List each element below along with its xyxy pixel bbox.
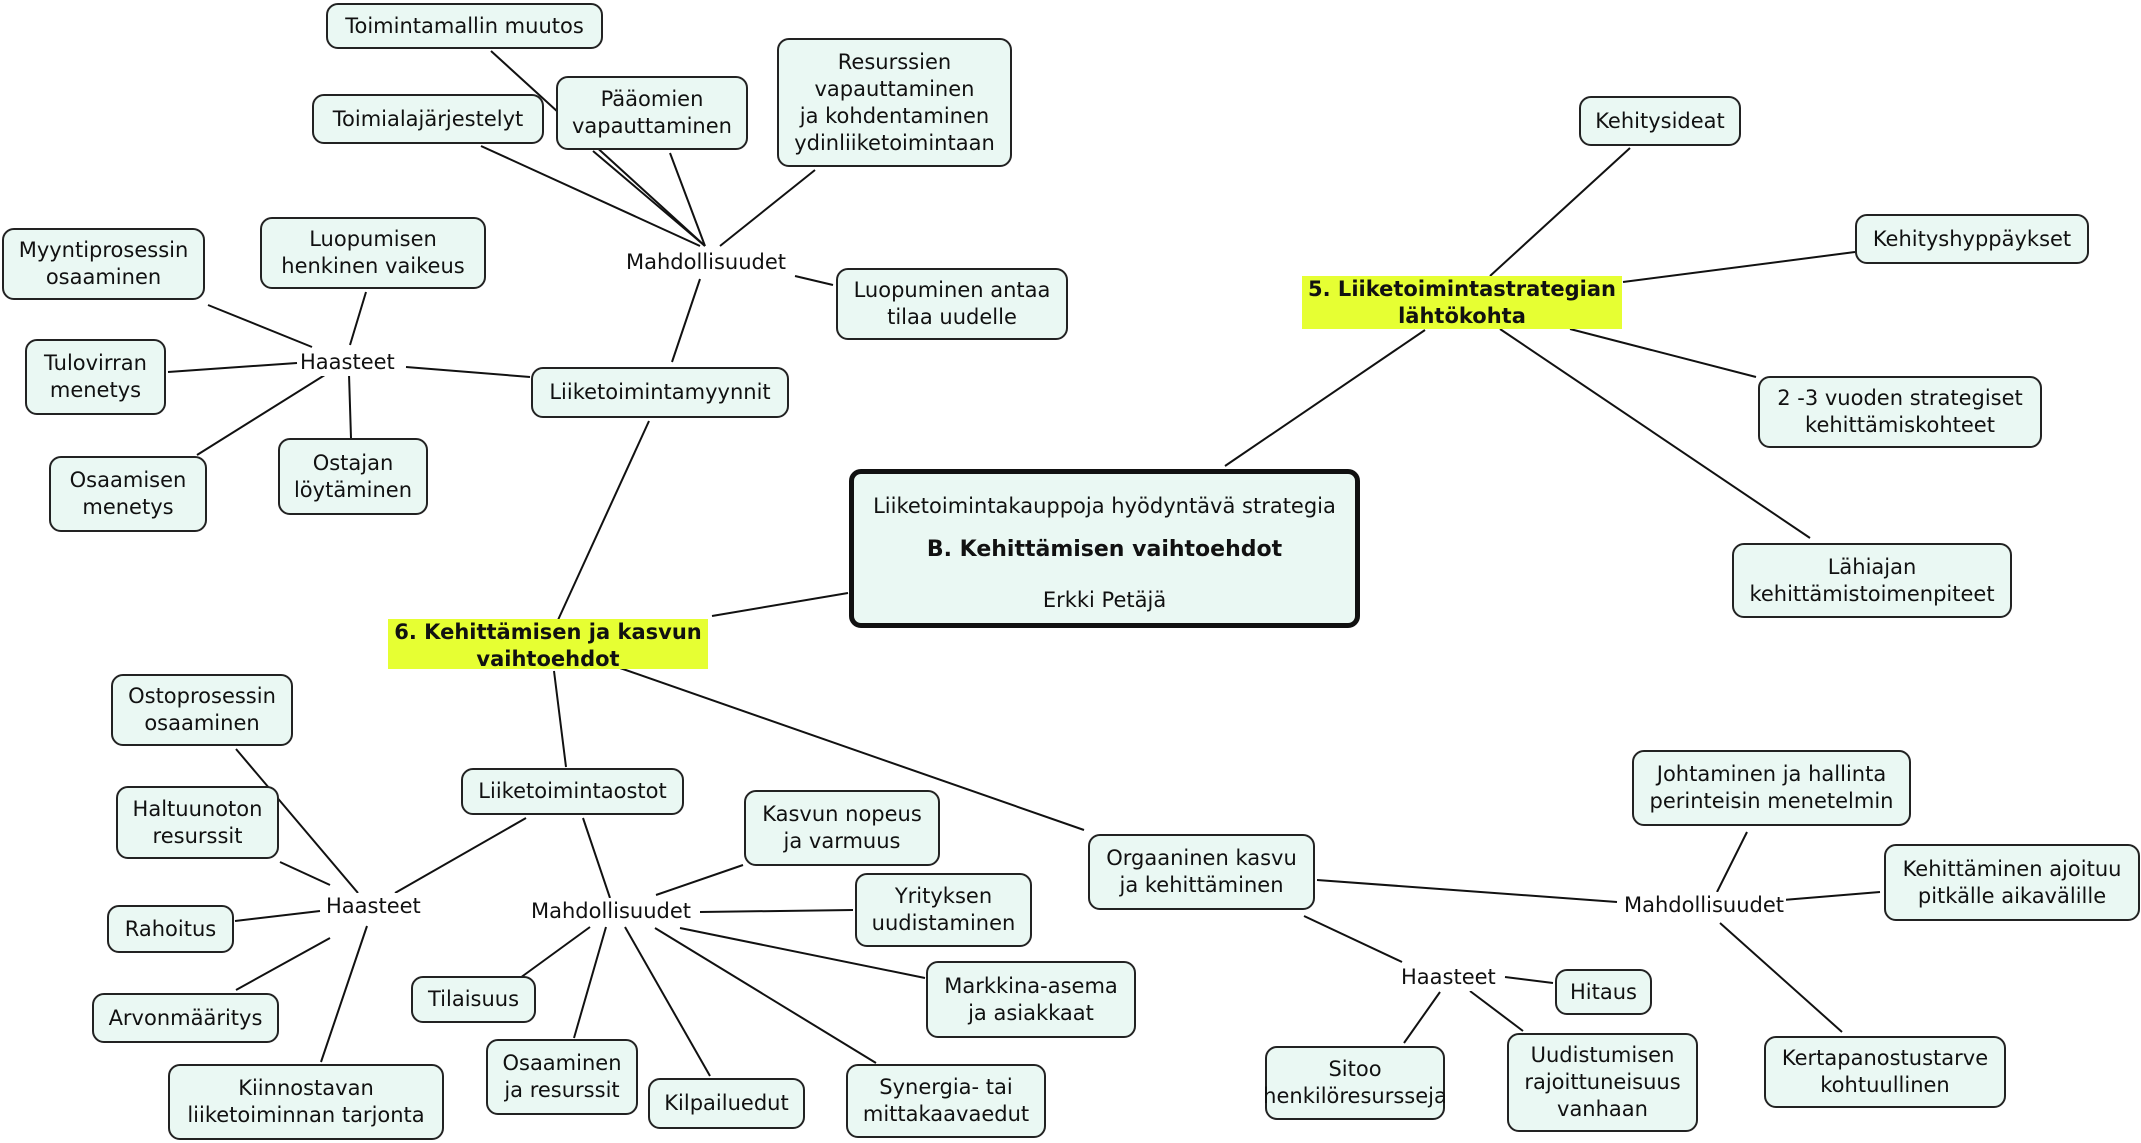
central-topic: Liiketoimintakauppoja hyödyntävä strateg… <box>849 469 1360 628</box>
node-tulovirran-menetys: Tulovirran menetys <box>25 339 166 415</box>
branch-liiketoimintastrategian-lahtokohta: 5. Liiketoimintastrategian lähtökohta <box>1302 276 1622 329</box>
node-arvonmaaritys: Arvonmääritys <box>92 993 279 1043</box>
node-orgaaninen-kasvu: Orgaaninen kasvu ja kehittäminen <box>1088 834 1315 910</box>
node-ostajan-loytaminen: Ostajan löytäminen <box>278 438 428 515</box>
label-haasteet-orgaaninen: Haasteet <box>1399 964 1498 991</box>
node-haltuunoton-resurssit: Haltuunoton resurssit <box>116 786 279 859</box>
node-liiketoimintaostot: Liiketoimintaostot <box>461 768 684 815</box>
label-haasteet-myynnit: Haasteet <box>298 349 397 376</box>
node-liiketoimintamyynnit: Liiketoimintamyynnit <box>531 367 789 418</box>
node-tilaisuus: Tilaisuus <box>411 976 536 1023</box>
node-hitaus: Hitaus <box>1555 969 1652 1015</box>
node-toimintamallin-muutos: Toimintamallin muutos <box>326 3 603 49</box>
central-title: B. Kehittämisen vaihtoehdot <box>926 537 1283 562</box>
node-strategiset-kehittamiskohteet: 2 -3 vuoden strategiset kehittämiskohtee… <box>1758 376 2042 448</box>
label-mahdollisuudet-myynnit: Mahdollisuudet <box>624 249 789 276</box>
node-paaomien-vapauttaminen: Pääomien vapauttaminen <box>556 76 748 150</box>
label-mahdollisuudet-ostot: Mahdollisuudet <box>529 898 694 925</box>
node-kasvun-nopeus-ja-varmuus: Kasvun nopeus ja varmuus <box>744 790 940 866</box>
node-ostoprosessin-osaaminen: Ostoprosessin osaaminen <box>111 674 293 746</box>
node-toimialajarjestelyt: Toimialajärjestelyt <box>312 94 544 144</box>
node-kehittaminen-ajoituu: Kehittäminen ajoituu pitkälle aikavälill… <box>1884 844 2140 921</box>
central-author: Erkki Petäjä <box>1042 588 1167 612</box>
node-osaaminen-ja-resurssit: Osaaminen ja resurssit <box>486 1039 638 1115</box>
node-markkina-asema-ja-asiakkaat: Markkina-asema ja asiakkaat <box>926 961 1136 1038</box>
central-subtitle: Liiketoimintakauppoja hyödyntävä strateg… <box>873 494 1336 518</box>
node-lahiajan-kehittamistoimenpiteet: Lähiajan kehittämistoimenpiteet <box>1732 543 2012 618</box>
node-kehityshyppaykset: Kehityshyppäykset <box>1855 214 2089 264</box>
node-osaamisen-menetys: Osaamisen menetys <box>49 456 207 532</box>
node-kertapanostustarve-kohtuullinen: Kertapanostustarve kohtuullinen <box>1764 1036 2006 1108</box>
label-mahdollisuudet-orgaaninen: Mahdollisuudet <box>1622 892 1787 919</box>
node-synergia-tai-mittakaavaedut: Synergia- tai mittakaavaedut <box>846 1064 1046 1138</box>
label-haasteet-ostot: Haasteet <box>324 893 423 920</box>
node-rahoitus: Rahoitus <box>107 905 234 953</box>
node-kiinnostavan-liiketoiminnan-tarjonta: Kiinnostavan liiketoiminnan tarjonta <box>168 1064 444 1140</box>
branch-kehittamisen-ja-kasvun-vaihtoehdot: 6. Kehittämisen ja kasvun vaihtoehdot <box>388 619 708 671</box>
node-uudistumisen-rajoittuneisuus: Uudistumisen rajoittuneisuus vanhaan <box>1507 1033 1698 1132</box>
node-yrityksen-uudistaminen: Yrityksen uudistaminen <box>855 873 1032 947</box>
node-luopuminen-antaa-tilaa: Luopuminen antaa tilaa uudelle <box>836 268 1068 340</box>
node-myyntiprosessin-osaaminen: Myyntiprosessin osaaminen <box>2 228 205 300</box>
node-johtaminen-ja-hallinta: Johtaminen ja hallinta perinteisin menet… <box>1632 750 1911 826</box>
node-resurssien-vapauttaminen: Resurssien vapauttaminen ja kohdentamine… <box>777 38 1012 167</box>
node-luopumisen-henkinen-vaikeus: Luopumisen henkinen vaikeus <box>260 217 486 289</box>
node-sitoo-henkiloresursseja: Sitoo henkilöresursseja <box>1263 1046 1447 1120</box>
node-kehitysideat: Kehitysideat <box>1579 96 1741 146</box>
node-kilpailuedut: Kilpailuedut <box>648 1078 805 1129</box>
